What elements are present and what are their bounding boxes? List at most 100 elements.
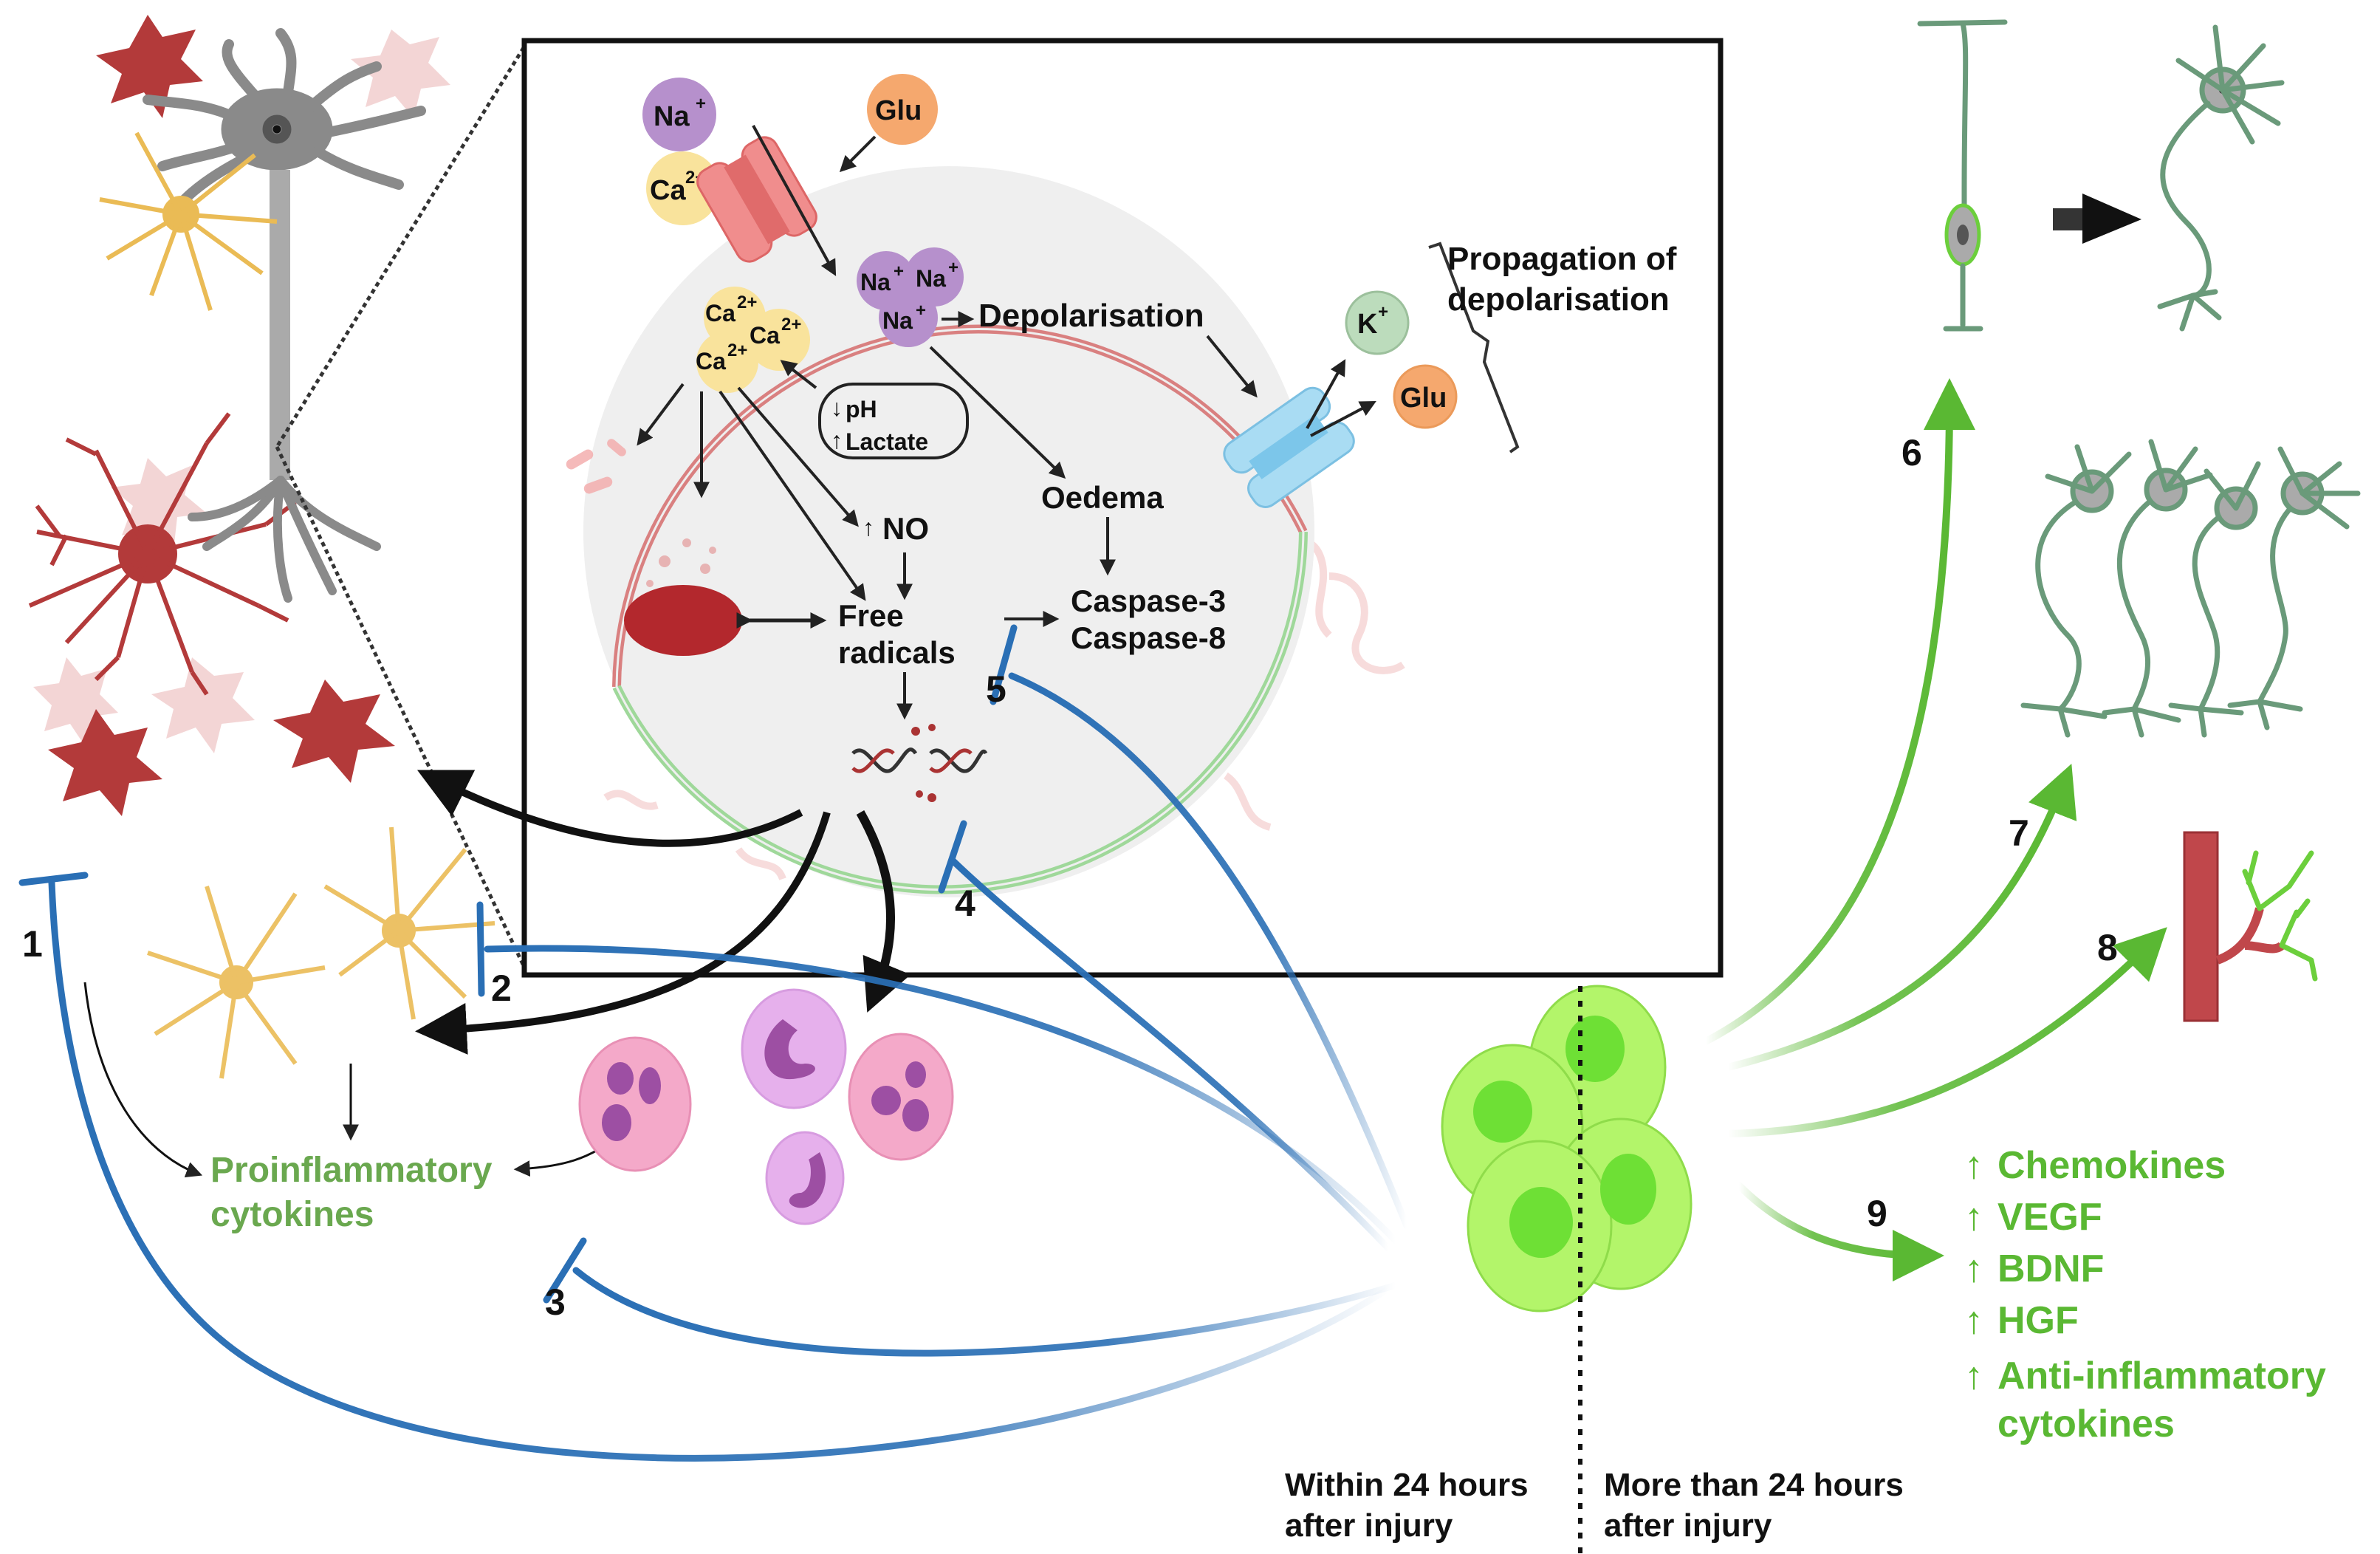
glutamate-receptor-channel xyxy=(696,136,817,263)
injury-consequence-arrows xyxy=(83,770,911,1178)
upregulated-arrow-icon: ↑ xyxy=(1964,1196,1983,1239)
upregulated-arrow-icon: ↑ xyxy=(1964,1144,1983,1187)
within-24h-label: Within 24 hours xyxy=(1285,1467,1529,1503)
upregulated-arrow-icon: ↑ xyxy=(1964,1355,1983,1397)
ph-lactate-box: ↓ pH ↑ Lactate xyxy=(818,383,969,459)
lactate-label: Lactate xyxy=(846,428,928,455)
neutrophil xyxy=(848,1033,954,1161)
calcium-ion-outside: Ca 2+ xyxy=(646,151,720,225)
calcium-effect-arrows xyxy=(637,335,1258,720)
after-24h-label: More than 24 hours xyxy=(1604,1467,1904,1503)
caspase-8-label: Caspase-8 xyxy=(1071,620,1226,655)
calcium-inside-label: Ca xyxy=(696,348,726,374)
proinflammatory-cytokines-label: Proinflammatory xyxy=(210,1151,493,1190)
oedema-label: Oedema xyxy=(1041,480,1164,515)
promotion-number-8: 8 xyxy=(2097,927,2118,968)
factor-anti-inflammatory: cytokines xyxy=(1997,1403,2175,1445)
mature-neuron xyxy=(2157,24,2285,332)
factor-bdnf: BDNF xyxy=(1997,1247,2104,1290)
neural-progenitor-differentiation xyxy=(1917,19,2008,332)
arrow-to-microglia xyxy=(416,770,803,847)
within-24h-label: after injury xyxy=(1285,1507,1453,1544)
inhibition-2-bar xyxy=(476,901,485,997)
inhibition-1-path xyxy=(48,879,1392,1462)
neural-network xyxy=(2020,439,2361,738)
astrocyte xyxy=(99,131,278,311)
ph-label: pH xyxy=(846,396,877,422)
calcium-inside-charge: 2+ xyxy=(781,315,801,335)
neutrophil xyxy=(578,1036,692,1172)
transplanted-stem-cells xyxy=(1441,985,1693,1312)
promotion-number-6: 6 xyxy=(1901,432,1922,473)
potassium-label: K xyxy=(1357,309,1378,340)
sodium-inside-label: Na xyxy=(860,269,891,295)
upregulated-arrow-icon: ↑ xyxy=(1964,1247,1983,1290)
zoom-indicator-lines xyxy=(275,39,530,976)
glutamate-label: Glu xyxy=(875,95,922,126)
propagation-bracket xyxy=(1428,242,1520,453)
monocyte xyxy=(741,988,847,1109)
lactate-up-arrow-icon: ↑ xyxy=(831,427,843,453)
proinflammatory-cytokines-label: cytokines xyxy=(210,1195,374,1234)
glutamate-binding-arrow xyxy=(839,135,877,173)
calcium-label: Ca xyxy=(650,175,686,206)
propagation-label: Propagation of xyxy=(1447,241,1677,277)
factor-chemokines: Chemokines xyxy=(1997,1144,2226,1187)
calcium-inside-label: Ca xyxy=(750,322,780,349)
inhibition-number-4: 4 xyxy=(955,883,975,924)
damaged-dna xyxy=(851,724,988,802)
ph-down-arrow-icon: ↓ xyxy=(831,394,843,421)
neuron xyxy=(143,28,426,603)
promotion-6-path xyxy=(1702,378,1975,1045)
sodium-inside-label: Na xyxy=(916,265,946,292)
calcium-inside-charge: 2+ xyxy=(737,292,757,312)
damaged-mitochondrion xyxy=(624,538,742,656)
sodium-inside-charge: + xyxy=(916,301,926,321)
inhibition-number-3: 3 xyxy=(545,1281,566,1323)
glutamate-released: Glu xyxy=(1393,364,1458,429)
arrow-to-leukocytes xyxy=(856,810,911,1013)
factor-anti-inflammatory: Anti-inflammatory xyxy=(1997,1355,2326,1397)
inhibition-1-bar xyxy=(18,872,89,886)
free-radicals-label: Free xyxy=(838,598,904,633)
arrow-to-astrocytes xyxy=(415,811,831,1055)
propagation-label: depolarisation xyxy=(1447,281,1670,318)
potassium-charge: + xyxy=(1378,302,1388,322)
potassium-efflux-arrow xyxy=(1306,359,1346,429)
sodium-inside-charge: + xyxy=(948,258,958,278)
stem-cell-inhibition-arrows xyxy=(18,624,1410,1462)
inhibition-number-5: 5 xyxy=(986,668,1006,710)
depolarisation-label: Depolarisation xyxy=(978,298,1204,334)
sodium-ion-outside: Na + xyxy=(642,78,716,151)
calcium-inside-label: Ca xyxy=(705,300,735,326)
upregulated-arrow-icon: ↑ xyxy=(1964,1299,1983,1342)
factor-hgf: HGF xyxy=(1997,1299,2079,1342)
free-radicals-label: radicals xyxy=(838,635,956,670)
glutamate-efflux-arrow xyxy=(1310,400,1376,437)
inhibition-5-path xyxy=(1008,672,1410,1230)
promotion-8-path xyxy=(1724,927,2167,1137)
inhibition-5-bar xyxy=(990,624,1018,705)
glutamate-out-label: Glu xyxy=(1400,383,1447,414)
angiogenesis-vessel xyxy=(2183,831,2318,1022)
cellular-mechanism-inset: Na + Ca 2+ Glu Na + Na + Na xyxy=(521,38,1724,978)
reactive-astrocytes xyxy=(147,826,495,1079)
inhibition-number-1: 1 xyxy=(22,923,43,965)
sodium-charge: + xyxy=(696,94,706,114)
differentiation-arrow xyxy=(2053,194,2141,244)
after-24h-label: after injury xyxy=(1604,1507,1772,1544)
ion-influx-arrow xyxy=(752,125,837,276)
lymphocyte xyxy=(765,1131,845,1225)
sodium-ions-inside: Na + Na + Na + xyxy=(857,247,964,347)
inhibition-3-path xyxy=(572,1267,1399,1357)
promotion-9-path xyxy=(1735,1182,1944,1281)
potassium-ion: K + xyxy=(1345,290,1410,355)
inhibition-3-bar xyxy=(543,1237,587,1304)
membrane-fragment xyxy=(566,439,626,494)
promotion-number-7: 7 xyxy=(2009,812,2029,854)
sodium-label: Na xyxy=(654,101,690,132)
factor-vegf: VEGF xyxy=(1997,1196,2102,1239)
calcium-ions-inside: Ca 2+ Ca 2+ Ca 2+ xyxy=(696,287,810,393)
microglia-to-cytokines xyxy=(83,982,203,1178)
inhibition-4-bar xyxy=(938,820,967,894)
